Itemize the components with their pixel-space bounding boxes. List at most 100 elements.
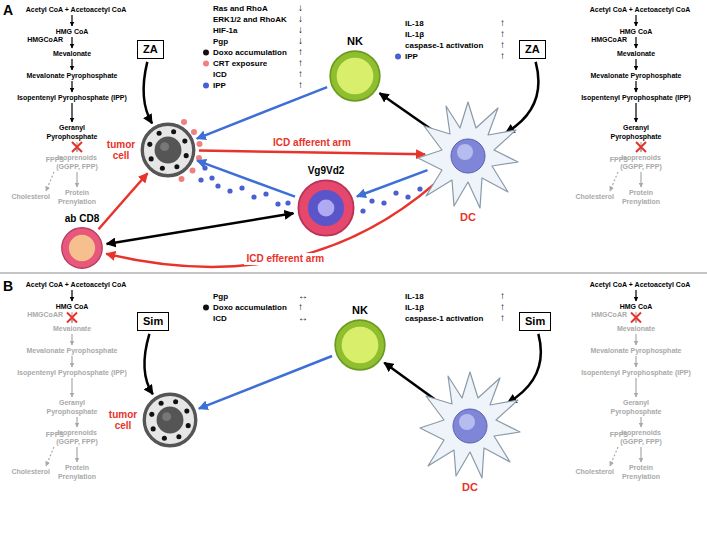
trend-arrow: ↑ xyxy=(500,28,505,39)
effect-label: Pgp xyxy=(213,36,228,47)
ipp-dot xyxy=(360,208,365,213)
ipp-dot xyxy=(239,185,244,190)
connector xyxy=(384,363,434,400)
pathway-step: Isoprenoids (GGPP, FPP) xyxy=(612,153,670,171)
effect-label: caspase-1 activation xyxy=(405,313,483,324)
pathway-step: Acetyl CoA + Acetoacetyl CoA xyxy=(11,5,141,14)
trend-arrow: ↑ xyxy=(298,68,303,79)
doxo-dot xyxy=(159,401,164,406)
pathway-step: Acetyl CoA + Acetoacetyl CoA xyxy=(575,280,705,289)
pathway-step: Protein Prenylation xyxy=(48,463,106,481)
pathway-step: Geranyl Pyrophosphate xyxy=(37,398,107,416)
drug-box: Sim xyxy=(519,312,551,331)
drug-name: ZA xyxy=(143,43,158,55)
trend-arrow: ↔ xyxy=(298,312,308,323)
drug-box: ZA xyxy=(137,40,164,59)
ipp-dot xyxy=(202,165,207,170)
pathway-step: Isoprenoids (GGPP, FPP) xyxy=(612,428,670,446)
trend-arrow: ↑ xyxy=(298,57,303,68)
crt-dot xyxy=(191,129,197,135)
pathway-arrow xyxy=(71,81,72,92)
ipp-dot xyxy=(285,200,290,205)
ipp-dot xyxy=(198,177,203,182)
doxo-dot xyxy=(176,434,181,439)
ipp-dot xyxy=(417,186,422,191)
pathway-step: Geranyl Pyrophosphate xyxy=(37,123,107,141)
pathway-step: Mevalonate Pyrophosphate xyxy=(17,346,127,355)
connector xyxy=(507,334,540,403)
pathway-step: Isopentenyl Pyrophosphate (IPP) xyxy=(580,368,692,377)
cell-body xyxy=(296,178,356,238)
crt-dot xyxy=(181,119,187,125)
panel-letter: B xyxy=(3,278,13,294)
cell: NK xyxy=(328,49,382,103)
pathway-arrow xyxy=(46,172,54,191)
pathway-step: Protein Prenylation xyxy=(612,463,670,481)
cell-body xyxy=(418,100,518,210)
inhibition-cross xyxy=(636,142,646,152)
membrane xyxy=(142,124,194,176)
drug-box: Sim xyxy=(137,312,169,331)
effect-label: Doxo accumulation xyxy=(213,47,287,58)
pathway-arrow xyxy=(635,290,636,301)
cell-label: NK xyxy=(352,304,368,316)
effect-label: CRT exposure xyxy=(213,58,267,69)
crt-dot xyxy=(179,176,185,182)
pathway-step: Cholesterol xyxy=(11,192,50,201)
doxo-dot xyxy=(173,399,178,404)
doxo-dot xyxy=(160,166,165,171)
doxo-dot xyxy=(151,426,156,431)
crt-dot xyxy=(190,168,196,174)
trend-arrow: ↑ xyxy=(500,290,505,301)
effect-label: IL-18 xyxy=(405,291,424,302)
nucleus xyxy=(308,190,344,226)
effect-label: IL-1β xyxy=(405,29,424,40)
doxo-dot xyxy=(147,142,152,147)
connector xyxy=(357,170,428,196)
pathway-step: HMG CoA xyxy=(596,27,676,36)
cell: tumor cell xyxy=(142,392,198,448)
pathway-step: Mevalonate Pyrophosphate xyxy=(581,346,691,355)
pathway-arrow xyxy=(640,447,641,462)
membrane xyxy=(62,228,102,268)
nucleus-highlight xyxy=(162,412,171,421)
connector xyxy=(144,334,152,394)
ipp-dot xyxy=(275,201,280,206)
cell: DC xyxy=(420,370,520,480)
pathway-arrow xyxy=(71,356,72,367)
effect-label: IL-1β xyxy=(405,302,424,313)
arm-label: ICD afferent arm xyxy=(271,137,353,149)
cell-label: Vg9Vd2 xyxy=(308,165,345,176)
cell: NK xyxy=(333,318,387,372)
pathway-arrow xyxy=(610,172,618,191)
dendritic-cell-outline xyxy=(418,102,518,208)
doxo-dot xyxy=(174,164,179,169)
trend-arrow: ↓ xyxy=(298,35,303,46)
trend-arrow: ↑ xyxy=(298,79,303,90)
connector xyxy=(107,213,294,244)
cell-label: tumor cell xyxy=(105,139,137,161)
pathway-step: Isopentenyl Pyrophosphate (IPP) xyxy=(580,93,692,102)
pathway-step: Isopentenyl Pyrophosphate (IPP) xyxy=(16,368,128,377)
nucleus-highlight xyxy=(459,414,475,430)
pathway-step: HMG CoA xyxy=(596,302,676,311)
nucleus xyxy=(157,407,184,434)
trend-arrow: ↑ xyxy=(298,46,303,57)
pathway-step: HMGCoAR xyxy=(27,35,63,44)
nucleus-highlight xyxy=(160,142,169,151)
trend-arrow: ↓ xyxy=(298,24,303,35)
pathway-arrow xyxy=(71,59,72,70)
pathway-arrow xyxy=(71,290,72,301)
pathway-arrow xyxy=(71,103,72,122)
doxo-dot xyxy=(182,139,187,144)
connector xyxy=(197,87,327,139)
pathway-step: Protein Prenylation xyxy=(612,188,670,206)
ipp-bullet xyxy=(395,54,401,60)
pathway-step: HMG CoA xyxy=(32,27,112,36)
trend-arrow: ↔ xyxy=(298,290,308,301)
cell-label: DC xyxy=(460,211,476,223)
connector xyxy=(380,93,433,130)
cell-body xyxy=(142,392,198,448)
effect-label: IPP xyxy=(405,51,418,62)
pathway-arrow xyxy=(76,447,77,462)
